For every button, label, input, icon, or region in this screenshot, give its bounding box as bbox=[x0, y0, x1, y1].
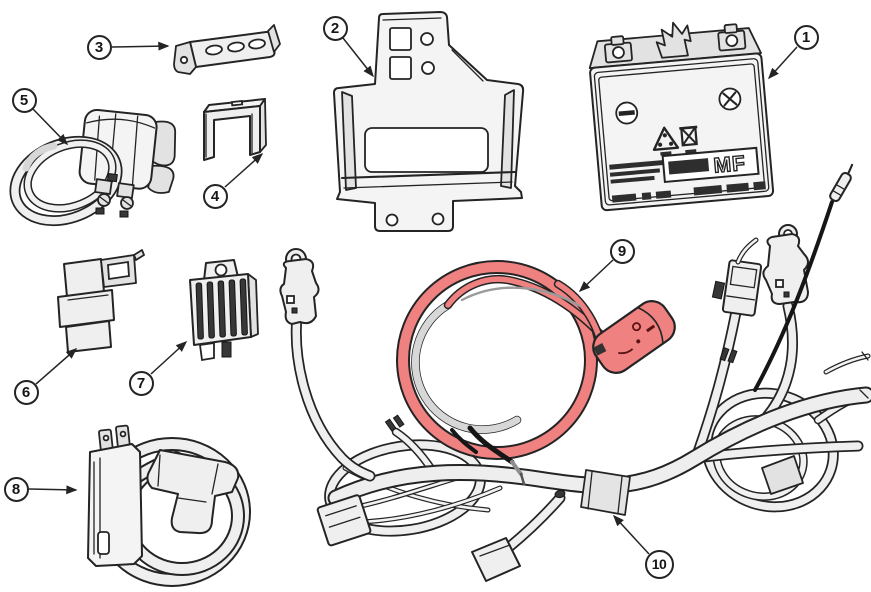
leader-line-6 bbox=[35, 348, 78, 385]
callout-4[interactable]: 4 bbox=[202, 183, 228, 209]
battery-illustration: MF bbox=[588, 21, 775, 212]
harness-connector-bottom bbox=[471, 537, 521, 582]
starter-relay-illustration bbox=[3, 108, 177, 235]
switch-pod bbox=[592, 300, 676, 374]
callout-8[interactable]: 8 bbox=[3, 476, 29, 502]
switch-wire-ends bbox=[450, 425, 526, 486]
crossed-bin-icon bbox=[679, 125, 698, 154]
callout-1[interactable]: 1 bbox=[793, 24, 819, 50]
battery-mf-text: MF bbox=[713, 152, 747, 178]
cdi-unit-illustration bbox=[57, 249, 145, 353]
handlebar-switch-illustration bbox=[403, 267, 676, 486]
callout-9[interactable]: 9 bbox=[609, 238, 635, 264]
tray-cutout bbox=[364, 127, 489, 173]
callout-10[interactable]: 10 bbox=[644, 549, 674, 579]
wiring-harness-illustration bbox=[279, 163, 868, 582]
callout-2[interactable]: 2 bbox=[322, 15, 348, 41]
harness-connector-right bbox=[721, 259, 763, 317]
regulator-fins bbox=[195, 278, 248, 340]
callout-5[interactable]: 5 bbox=[11, 87, 37, 113]
harness-connector-left bbox=[316, 494, 372, 547]
battery-tray-bracket-illustration bbox=[333, 11, 525, 232]
ring-terminal-left bbox=[279, 248, 320, 325]
leader-line-8 bbox=[28, 485, 78, 495]
callout-3[interactable]: 3 bbox=[86, 34, 112, 60]
ignition-coil-illustration bbox=[87, 424, 244, 580]
ring-terminal-right bbox=[762, 224, 809, 305]
dark-lead-wire bbox=[753, 200, 834, 392]
relay-terminals bbox=[94, 172, 135, 218]
l-bracket-illustration bbox=[173, 24, 281, 75]
callout-leader-lines bbox=[28, 37, 798, 555]
pb-recycle-icon bbox=[652, 126, 680, 156]
coil-body bbox=[87, 424, 143, 567]
leader-line-10 bbox=[612, 514, 650, 555]
leader-line-2 bbox=[342, 37, 374, 78]
leader-line-1 bbox=[767, 46, 798, 80]
harness-connector-inner bbox=[761, 455, 804, 495]
spark-plug-cap bbox=[146, 449, 240, 535]
regulator-rectifier-illustration bbox=[189, 259, 259, 362]
leader-line-5 bbox=[32, 108, 69, 146]
battery-mf-label: MF bbox=[661, 146, 760, 184]
leader-line-3 bbox=[111, 41, 170, 51]
leader-line-7 bbox=[150, 340, 188, 375]
leader-line-4 bbox=[224, 153, 264, 188]
battery-fine-print bbox=[609, 159, 766, 203]
harness-tape-wrap bbox=[580, 469, 631, 516]
leader-line-9 bbox=[578, 259, 614, 293]
battery-vent-tube bbox=[655, 21, 692, 59]
callout-6[interactable]: 6 bbox=[13, 379, 39, 405]
u-bracket-illustration bbox=[203, 98, 267, 161]
bullet-connector bbox=[829, 163, 854, 203]
switch-icon bbox=[632, 322, 642, 332]
callout-7[interactable]: 7 bbox=[128, 370, 154, 396]
